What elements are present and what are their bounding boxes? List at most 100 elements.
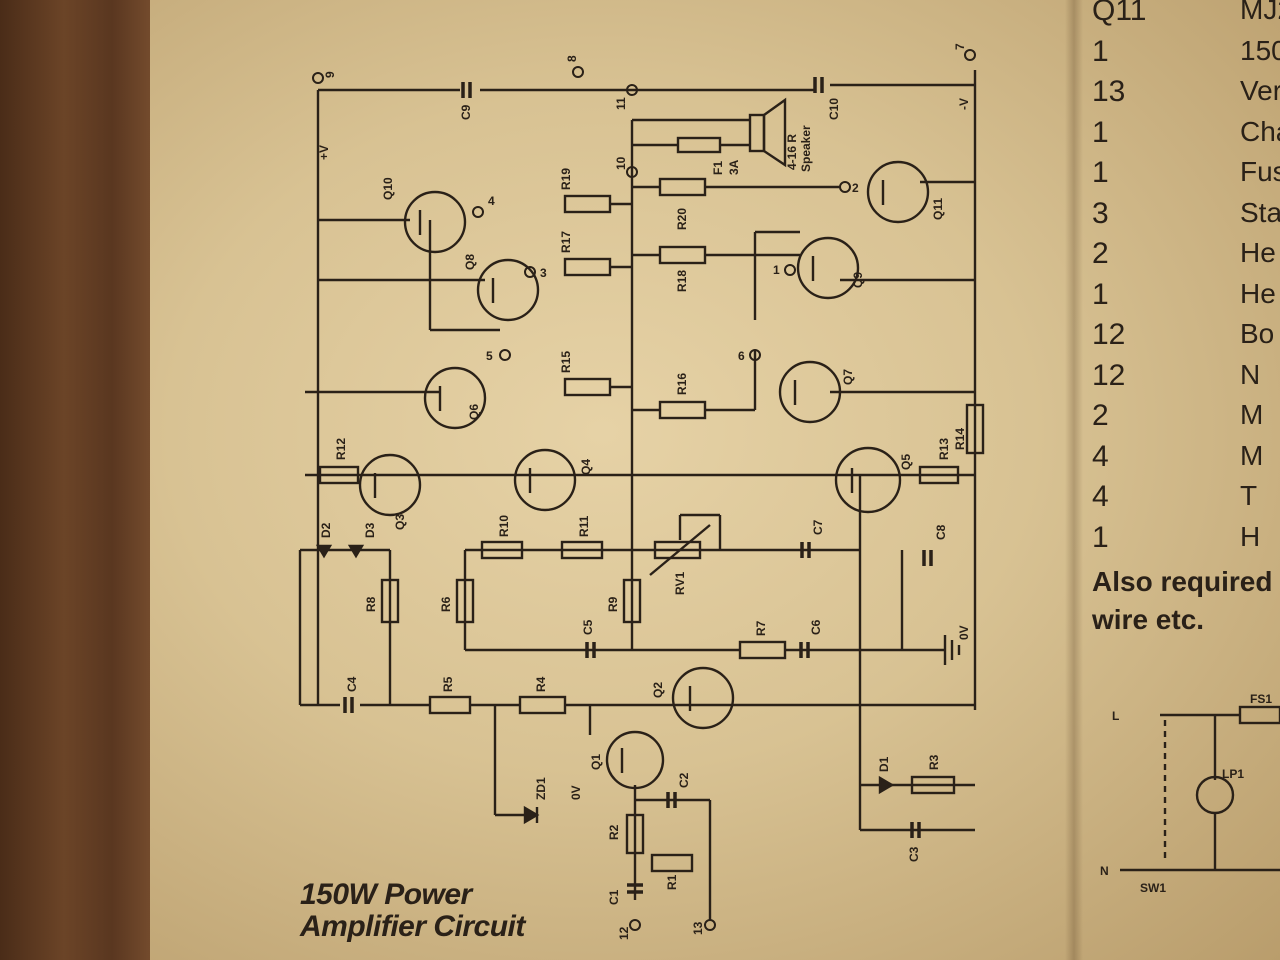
label-r3: R3 (927, 754, 941, 770)
parts-qty: 3 (1092, 196, 1109, 230)
label-c1: C1 (607, 889, 621, 905)
transistor-q2 (671, 666, 735, 730)
label-r1: R1 (665, 874, 679, 890)
label-d3: D3 (363, 522, 377, 538)
resistor-r7 (738, 640, 787, 660)
label-r6: R6 (439, 596, 453, 612)
resistor-r4 (518, 695, 567, 715)
mains-lamp-label: LP1 (1222, 767, 1244, 781)
paper-sheet (150, 0, 1280, 960)
diode-d1 (878, 775, 895, 795)
label-r12: R12 (334, 438, 348, 460)
label-r19: R19 (559, 168, 573, 190)
transistor-q6 (423, 366, 487, 430)
parts-qty: 1 (1092, 34, 1109, 68)
label-r15: R15 (559, 351, 573, 373)
label-r14: R14 (953, 428, 967, 450)
resistor-r12 (318, 465, 360, 485)
label-q10: Q10 (381, 177, 395, 200)
label-r13: R13 (937, 438, 951, 460)
transistor-q10 (403, 190, 467, 254)
parts-qty: 1 (1092, 115, 1109, 149)
transistor-q8 (476, 258, 540, 322)
resistor-r16 (658, 400, 707, 420)
label-q1: Q1 (589, 754, 603, 770)
label-q11: Q11 (931, 198, 945, 220)
parts-qty: 1 (1092, 156, 1109, 189)
parts-description: T (1240, 480, 1258, 511)
label-r17: R17 (559, 231, 573, 253)
capacitor-c8 (922, 550, 933, 566)
label-ground-2: 0V (569, 785, 583, 800)
label-speaker-impedance: 4-16 R (785, 134, 799, 170)
resistor-r3 (910, 775, 956, 795)
label-r8: R8 (364, 596, 378, 612)
terminal-2: 2 (852, 181, 859, 195)
mains-section (1120, 705, 1280, 872)
resistor-r19 (563, 194, 612, 214)
transistor-q5 (834, 446, 902, 514)
parts-qty: 13 (1092, 75, 1126, 108)
speaker-icon (748, 97, 787, 168)
resistor-r1 (650, 853, 694, 873)
parts-description: N (1240, 358, 1261, 390)
label-r16: R16 (675, 373, 689, 395)
mains-live-label: L (1112, 709, 1119, 723)
parts-description: M (1240, 439, 1264, 471)
parts-qty: 2 (1092, 237, 1109, 270)
terminal-5: 5 (486, 349, 493, 363)
parts-qty: 1 (1092, 277, 1109, 311)
label-q4: Q4 (579, 459, 593, 475)
resistor-r11 (560, 540, 604, 560)
label-r18: R18 (675, 270, 689, 292)
label-zd1: ZD1 (534, 777, 548, 800)
capacitor-c9 (461, 82, 472, 98)
transistor-q4 (513, 448, 577, 512)
mains-neutral-label: N (1100, 864, 1109, 878)
capacitor-c3 (910, 822, 921, 838)
label-positive-rail: +V (317, 145, 331, 160)
diode-d3 (347, 544, 365, 559)
label-c9: C9 (459, 104, 473, 120)
parts-description: Sta (1240, 196, 1280, 228)
parts-note-line-1: Also required (1092, 566, 1273, 597)
parts-qty: Q11 (1092, 0, 1147, 27)
negative-rail (830, 70, 977, 710)
label-c6: C6 (809, 619, 823, 635)
resistor-r2 (625, 813, 645, 855)
transistor-q7 (778, 360, 842, 424)
label-ground: 0V (957, 625, 971, 640)
zener-diode-zd1 (523, 805, 540, 825)
transistor-q9 (796, 236, 860, 300)
parts-description: 150 (1240, 34, 1280, 66)
label-r4: R4 (534, 676, 548, 692)
parts-qty: 12 (1092, 318, 1126, 351)
label-c7: C7 (811, 519, 825, 535)
label-c4: C4 (345, 676, 359, 692)
parts-description: M (1240, 399, 1264, 430)
terminal-10: 10 (614, 156, 628, 170)
label-q8: Q8 (463, 254, 477, 270)
label-negative-rail: -V (957, 98, 971, 110)
terminal-6: 6 (738, 349, 745, 363)
label-d1: D1 (877, 756, 891, 772)
label-rv1: RV1 (673, 572, 687, 595)
transistor-q3 (358, 453, 422, 517)
diode-d2 (315, 544, 333, 559)
label-r5: R5 (441, 676, 455, 692)
label-c2: C2 (677, 772, 691, 788)
terminal-8: 8 (565, 55, 579, 62)
label-r9: R9 (606, 596, 620, 612)
parts-note-line-2: wire etc. (1092, 604, 1205, 635)
terminal-3: 3 (540, 266, 547, 280)
label-r10: R10 (497, 515, 511, 537)
label-q7: Q7 (841, 369, 855, 385)
label-d2: D2 (319, 522, 333, 538)
resistor-r10 (480, 540, 524, 560)
resistor-r15 (563, 377, 612, 397)
positive-rail (305, 88, 815, 705)
parts-description: Cha (1240, 115, 1280, 147)
capacitor-c10 (813, 77, 824, 93)
capacitor-c2 (666, 792, 677, 808)
